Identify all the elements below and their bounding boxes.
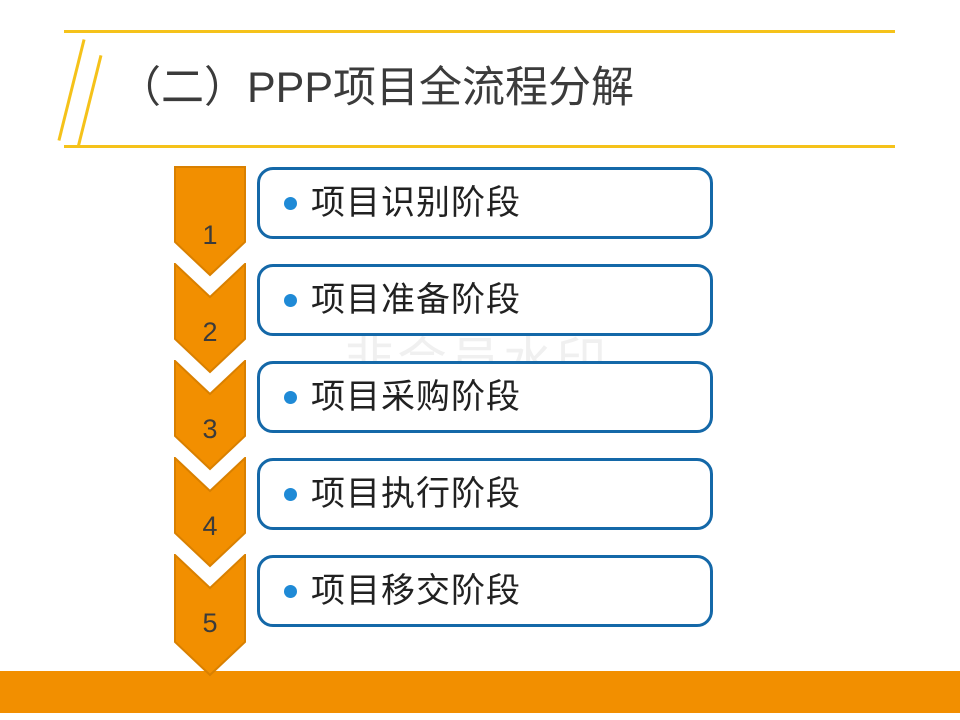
step-number-4: 4 bbox=[202, 511, 218, 541]
phase-box-2[interactable]: 项目准备阶段 bbox=[257, 264, 713, 336]
title-rule-bottom bbox=[64, 145, 895, 148]
step-number-3: 3 bbox=[202, 414, 218, 444]
chevron-down-icon bbox=[174, 554, 246, 677]
phase-label-4: 项目执行阶段 bbox=[311, 475, 521, 513]
phase-label-3: 项目采购阶段 bbox=[311, 378, 521, 416]
chevron-down-icon bbox=[174, 457, 246, 568]
chevron-down-icon bbox=[174, 263, 246, 374]
bullet-icon bbox=[284, 487, 297, 501]
bullet-icon bbox=[284, 584, 297, 598]
phase-box-1[interactable]: 项目识别阶段 bbox=[257, 167, 713, 239]
step-chevron-1[interactable]: 1 bbox=[174, 166, 246, 278]
title-rule-top bbox=[64, 30, 895, 33]
decorative-slash-icon bbox=[76, 55, 103, 148]
step-number-2: 2 bbox=[202, 317, 218, 347]
phase-box-4[interactable]: 项目执行阶段 bbox=[257, 458, 713, 530]
step-chevron-2[interactable]: 2 bbox=[174, 263, 246, 375]
bullet-icon bbox=[284, 390, 297, 404]
phase-label-1: 项目识别阶段 bbox=[311, 184, 521, 222]
step-number-5: 5 bbox=[202, 608, 218, 638]
footer-bar bbox=[0, 671, 960, 713]
phase-label-5: 项目移交阶段 bbox=[311, 572, 521, 610]
slide-title: （二）PPP项目全流程分解 bbox=[118, 64, 635, 112]
chevron-down-icon bbox=[174, 360, 246, 471]
step-number-1: 1 bbox=[202, 220, 218, 250]
step-chevron-3[interactable]: 3 bbox=[174, 360, 246, 472]
step-chevron-5[interactable]: 5 bbox=[174, 554, 246, 678]
bullet-icon bbox=[284, 196, 297, 210]
chevron-down-icon bbox=[174, 166, 246, 277]
phase-label-2: 项目准备阶段 bbox=[311, 281, 521, 319]
phase-box-3[interactable]: 项目采购阶段 bbox=[257, 361, 713, 433]
step-chevron-4[interactable]: 4 bbox=[174, 457, 246, 569]
phase-box-5[interactable]: 项目移交阶段 bbox=[257, 555, 713, 627]
step-chevron-column: 1 2 3 4 5 bbox=[174, 166, 246, 678]
bullet-icon bbox=[284, 293, 297, 307]
